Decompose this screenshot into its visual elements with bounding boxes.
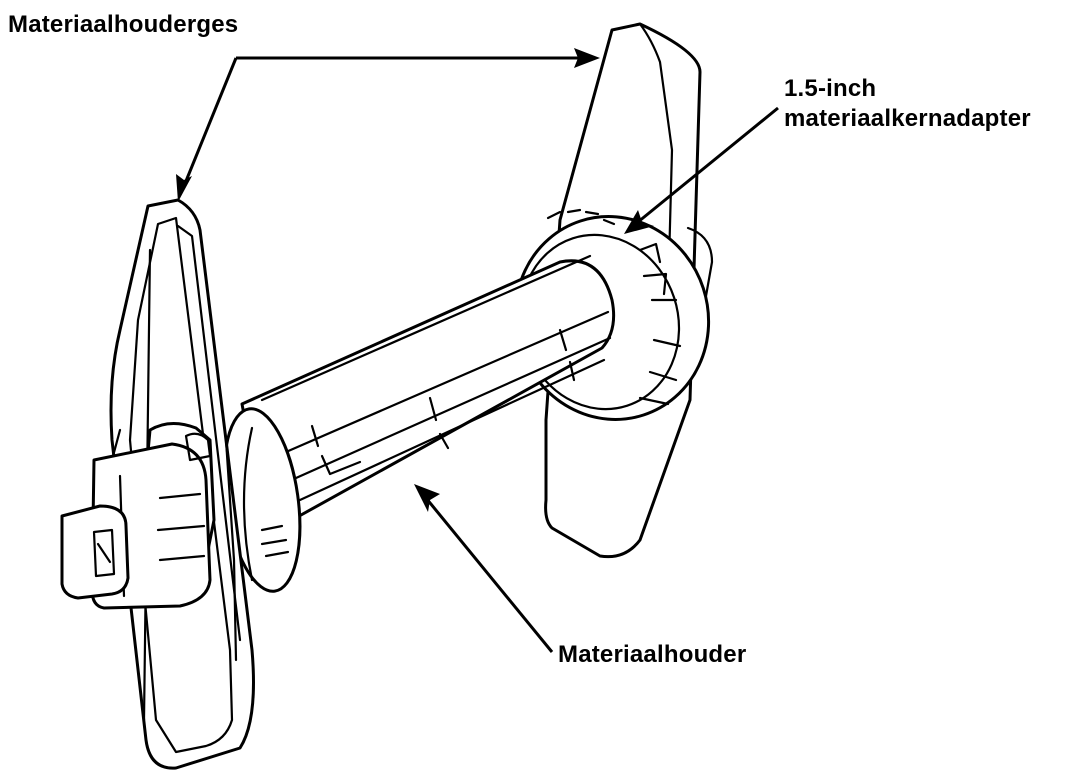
locking-knob	[60, 422, 216, 610]
label-core-adapter: 1.5-inch materiaalkernadapter	[784, 74, 1031, 134]
label-media-holder: Materiaalhouder	[558, 641, 747, 668]
arrow-guides-to-front	[182, 57, 238, 187]
label-core-adapter-line1: 1.5-inch	[784, 75, 877, 102]
arrow-to-holder	[424, 497, 554, 653]
label-core-adapter-line2: materiaalkernadapter	[784, 105, 1031, 132]
callout-arrows	[176, 48, 779, 653]
arrow-to-adapter	[637, 106, 779, 224]
label-media-guides: Materiaalhouderges	[8, 11, 239, 38]
